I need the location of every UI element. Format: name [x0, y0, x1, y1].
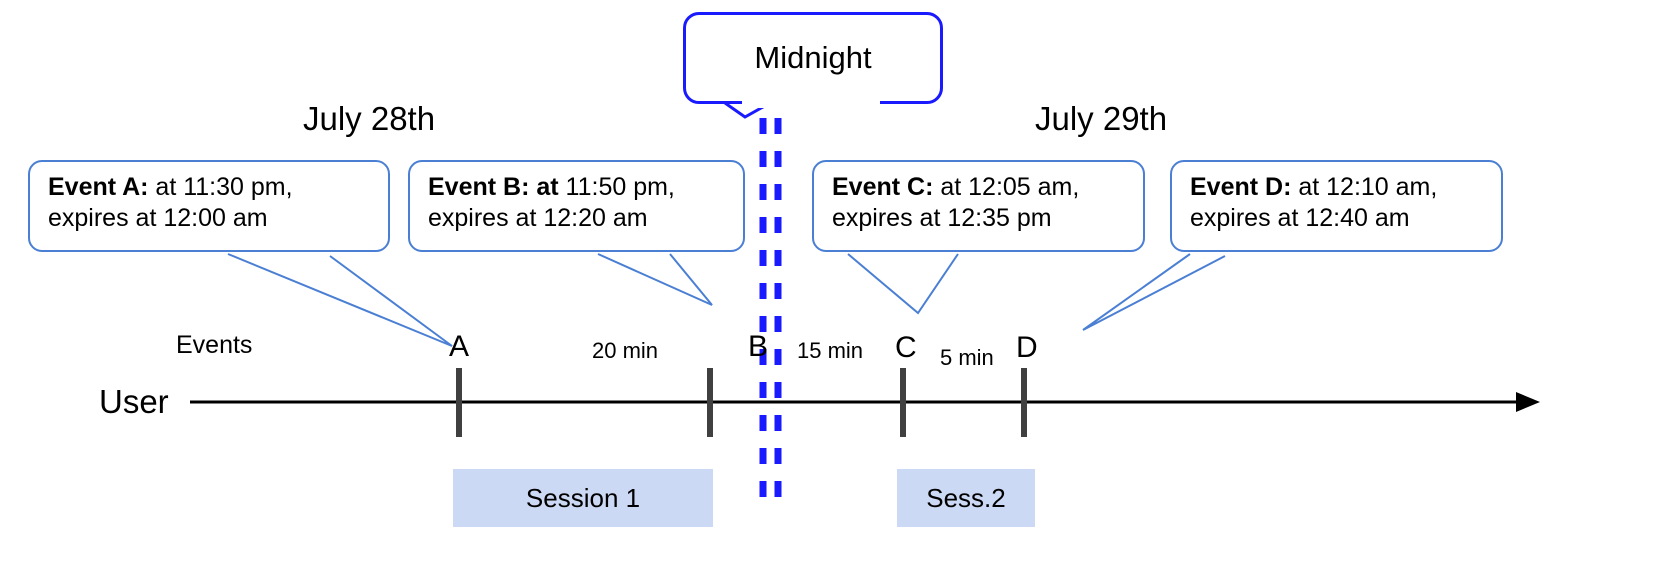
- session-box-1: Session 1: [453, 469, 713, 527]
- callout-event-c-line2: expires at 12:35 pm: [832, 203, 1052, 232]
- tick-label-a: A: [449, 330, 470, 363]
- leader-line-a: [227, 253, 453, 347]
- callout-event-a-rest: at 11:30 pm,: [148, 173, 293, 201]
- callout-event-c-line1: Event C: at 12:05 am,: [832, 172, 1129, 203]
- tick-label-b: B: [748, 330, 769, 363]
- midnight-callout-tail-mask: [742, 98, 880, 108]
- tick-label-c: C: [895, 331, 917, 364]
- callout-event-d-bold: Event D:: [1190, 173, 1292, 201]
- callout-event-b-bold: Event B: at: [428, 173, 559, 201]
- interval-label-b-c: 15 min: [797, 338, 864, 363]
- callout-event-b: Event B: at 11:50 pm, expires at 12:20 a…: [408, 160, 745, 252]
- interval-label-a-b: 20 min: [592, 338, 659, 363]
- midnight-dashed-line: [759, 118, 782, 508]
- callout-event-c-bold: Event C:: [832, 173, 934, 201]
- tick-label-d: D: [1016, 331, 1038, 364]
- callout-event-b-line1: Event B: at 11:50 pm,: [428, 172, 729, 203]
- leader-line-b: [597, 253, 713, 306]
- midnight-label: Midnight: [754, 40, 872, 75]
- callout-event-a: Event A: at 11:30 pm, expires at 12:00 a…: [28, 160, 390, 252]
- date-label-left: July 28th: [303, 100, 436, 137]
- callout-event-b-line2: expires at 12:20 am: [428, 203, 648, 232]
- axis-row-label-events: Events: [176, 331, 253, 359]
- callout-event-d-line1: Event D: at 12:10 am,: [1190, 172, 1487, 203]
- session-box-2-label: Sess.2: [926, 482, 1006, 513]
- timeline-axis: [190, 392, 1540, 412]
- callout-event-c: Event C: at 12:05 am, expires at 12:35 p…: [812, 160, 1145, 252]
- callout-event-a-line1: Event A: at 11:30 pm,: [48, 172, 374, 203]
- session-box-2: Sess.2: [897, 469, 1035, 527]
- leader-line-c: [847, 253, 959, 315]
- axis-row-label-user: User: [99, 383, 169, 420]
- callout-event-a-bold: Event A:: [48, 173, 149, 201]
- callout-event-c-rest: at 12:05 am,: [933, 173, 1080, 201]
- callout-event-d-rest: at 12:10 am,: [1291, 173, 1438, 201]
- callout-event-a-line2: expires at 12:00 am: [48, 203, 268, 232]
- interval-label-c-d: 5 min: [940, 345, 994, 370]
- session-box-1-label: Session 1: [525, 482, 641, 513]
- date-label-right: July 29th: [1035, 100, 1168, 137]
- midnight-callout: Midnight: [683, 12, 943, 104]
- callout-event-b-rest: 11:50 pm,: [558, 173, 675, 201]
- leader-line-d: [1082, 253, 1226, 331]
- callout-event-d-line2: expires at 12:40 am: [1190, 203, 1410, 232]
- callout-event-d: Event D: at 12:10 am, expires at 12:40 a…: [1170, 160, 1503, 252]
